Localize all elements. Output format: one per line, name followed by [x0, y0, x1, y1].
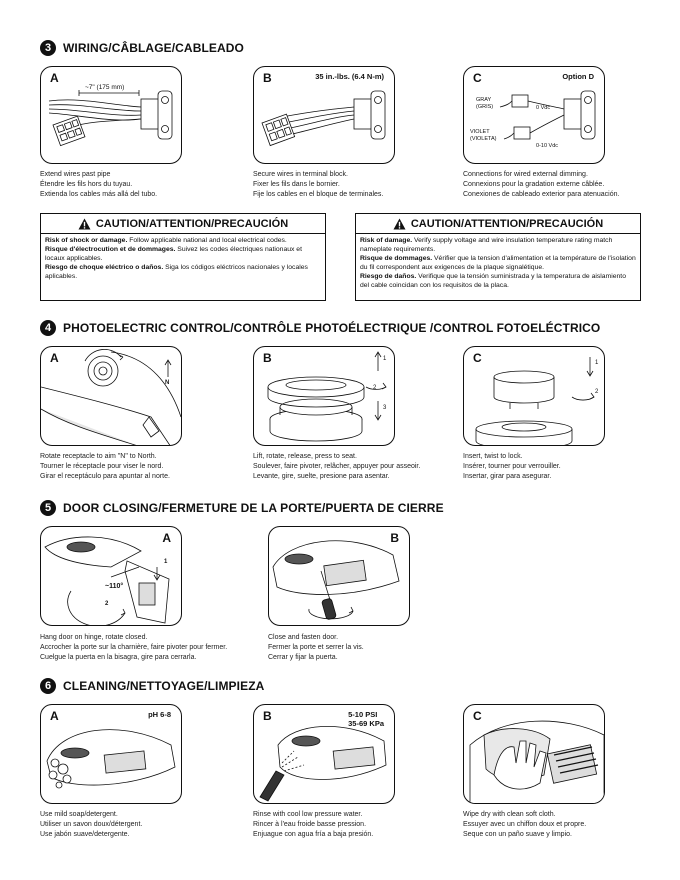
wire-extension-illustration [41, 67, 182, 164]
section-number: 4 [40, 320, 56, 336]
caution-title: CAUTION/ATTENTION/PRECAUCIÓN [96, 218, 288, 230]
panel-letter: A [50, 351, 59, 365]
section-title: WIRING/CÂBLAGE/CABLEADO [63, 41, 244, 55]
photo-panel-a: A N [40, 346, 182, 446]
wiring-caption-b: Secure wires in terminal block. Fixer le… [253, 170, 383, 200]
panel-letter: C [473, 71, 482, 85]
section-title: CLEANING/NETTOYAGE/LIMPIEZA [63, 679, 264, 693]
photocontrol-seat-illustration [254, 347, 395, 446]
caution-bold: Riesgo de daños. [360, 273, 416, 280]
cleaning-panel-b: B 5-10 PSI 35-69 KPa [253, 704, 395, 804]
gray-wire-label: GRAY (GRIS) [476, 97, 493, 110]
receptacle-rotation-illustration [41, 347, 182, 446]
panel-letter: A [50, 709, 59, 723]
warning-icon [78, 218, 91, 230]
panel-letter: B [263, 71, 272, 85]
caution-text: Follow applicable national and local ele… [127, 237, 286, 244]
step-1-label: 1 [595, 360, 598, 366]
section-title: DOOR CLOSING/FERMETURE DE LA PORTE/PUERT… [63, 501, 444, 515]
caution-bold: Riesgo de choque eléctrico o daños. [45, 264, 163, 271]
hinge-angle-label: ~110° [105, 583, 123, 590]
wiring-caption-a: Extend wires past pipe Étendre les fils … [40, 170, 157, 200]
caution-title: CAUTION/ATTENTION/PRECAUCIÓN [411, 218, 603, 230]
panel-letter: A [162, 531, 171, 545]
photo-panel-b: B 1 2 3 [253, 346, 395, 446]
caution-bold: Risk of damage. [360, 237, 412, 244]
photo-caption-c: Insert, twist to lock. Insérer, tourner … [463, 452, 561, 482]
panel-letter: B [390, 531, 399, 545]
warning-icon [393, 218, 406, 230]
section-wiring-heading: 3 WIRING/CÂBLAGE/CABLEADO [40, 40, 244, 56]
section-door-heading: 5 DOOR CLOSING/FERMETURE DE LA PORTE/PUE… [40, 500, 444, 516]
wiring-panel-c: C Option D GRAY (GRIS) VIOLET (VIOLETA) … [463, 66, 605, 164]
photo-panel-c: C 1 2 [463, 346, 605, 446]
cleaning-caption-a: Use mild soap/detergent. Utiliser un sav… [40, 810, 142, 840]
caution-bold: Risque d'électrocution et de dommages. [45, 246, 175, 253]
door-fasten-illustration [269, 527, 410, 626]
section-number: 3 [40, 40, 56, 56]
pressure-spec: 5-10 PSI 35-69 KPa [348, 710, 384, 728]
step-1-label: 1 [164, 559, 167, 565]
step-1-label: 1 [383, 356, 386, 362]
caution-bold: Risque de dommages. [360, 255, 432, 262]
violet-wire-label: VIOLET (VIOLETA) [470, 129, 497, 142]
wiring-panel-a: A ~7" (175 mm) [40, 66, 182, 164]
door-hinge-illustration [41, 527, 182, 626]
section-number: 5 [40, 500, 56, 516]
step-2-label: 2 [105, 601, 108, 607]
dimming-connection-illustration [464, 67, 605, 164]
door-panel-a: A ~110° 1 2 [40, 526, 182, 626]
step-2-label: 2 [373, 385, 376, 391]
section-cleaning-heading: 6 CLEANING/NETTOYAGE/LIMPIEZA [40, 678, 264, 694]
cleaning-panel-c: C [463, 704, 605, 804]
terminal-block-illustration [254, 67, 395, 164]
caution-box-shock: CAUTION/ATTENTION/PRECAUCIÓN Risk of sho… [40, 213, 326, 301]
panel-letter: C [473, 351, 482, 365]
step-3-label: 3 [383, 405, 386, 411]
measurement-label: ~7" (175 mm) [85, 84, 124, 91]
torque-spec: 35 in.-lbs. (6.4 N-m) [315, 72, 384, 81]
north-label: N [165, 380, 169, 386]
caution-bold: Risk of shock or damage. [45, 237, 127, 244]
panel-letter: B [263, 351, 272, 365]
door-panel-b: B [268, 526, 410, 626]
cleaning-caption-c: Wipe dry with clean soft cloth. Essuyer … [463, 810, 586, 840]
cleaning-caption-b: Rinse with cool low pressure water. Rinc… [253, 810, 373, 840]
section-title: PHOTOELECTRIC CONTROL/CONTRÔLE PHOTOÉLEC… [63, 321, 600, 335]
panel-letter: A [50, 71, 59, 85]
soap-cleaning-illustration [41, 705, 182, 804]
voltage-label: 0 Vdc [536, 105, 550, 111]
wiring-panel-b: B 35 in.-lbs. (6.4 N-m) [253, 66, 395, 164]
section-photocontrol-heading: 4 PHOTOELECTRIC CONTROL/CONTRÔLE PHOTOÉL… [40, 320, 600, 336]
door-caption-b: Close and fasten door. Fermer la porte e… [268, 633, 364, 663]
photocontrol-lock-illustration [464, 347, 605, 446]
panel-letter: B [263, 709, 272, 723]
ph-spec: pH 6-8 [148, 710, 171, 719]
panel-letter: C [473, 709, 482, 723]
wipe-dry-illustration [464, 705, 605, 804]
step-2-label: 2 [595, 389, 598, 395]
wiring-caption-c: Connections for wired external dimming. … [463, 170, 619, 200]
option-label: Option D [562, 72, 594, 81]
door-caption-a: Hang door on hinge, rotate closed. Accro… [40, 633, 227, 663]
section-number: 6 [40, 678, 56, 694]
cleaning-panel-a: A pH 6-8 [40, 704, 182, 804]
caution-box-damage: CAUTION/ATTENTION/PRECAUCIÓN Risk of dam… [355, 213, 641, 301]
photo-caption-b: Lift, rotate, release, press to seat. So… [253, 452, 420, 482]
dimming-voltage-label: 0-10 Vdc [536, 143, 558, 149]
photo-caption-a: Rotate receptacle to aim "N" to North. T… [40, 452, 170, 482]
